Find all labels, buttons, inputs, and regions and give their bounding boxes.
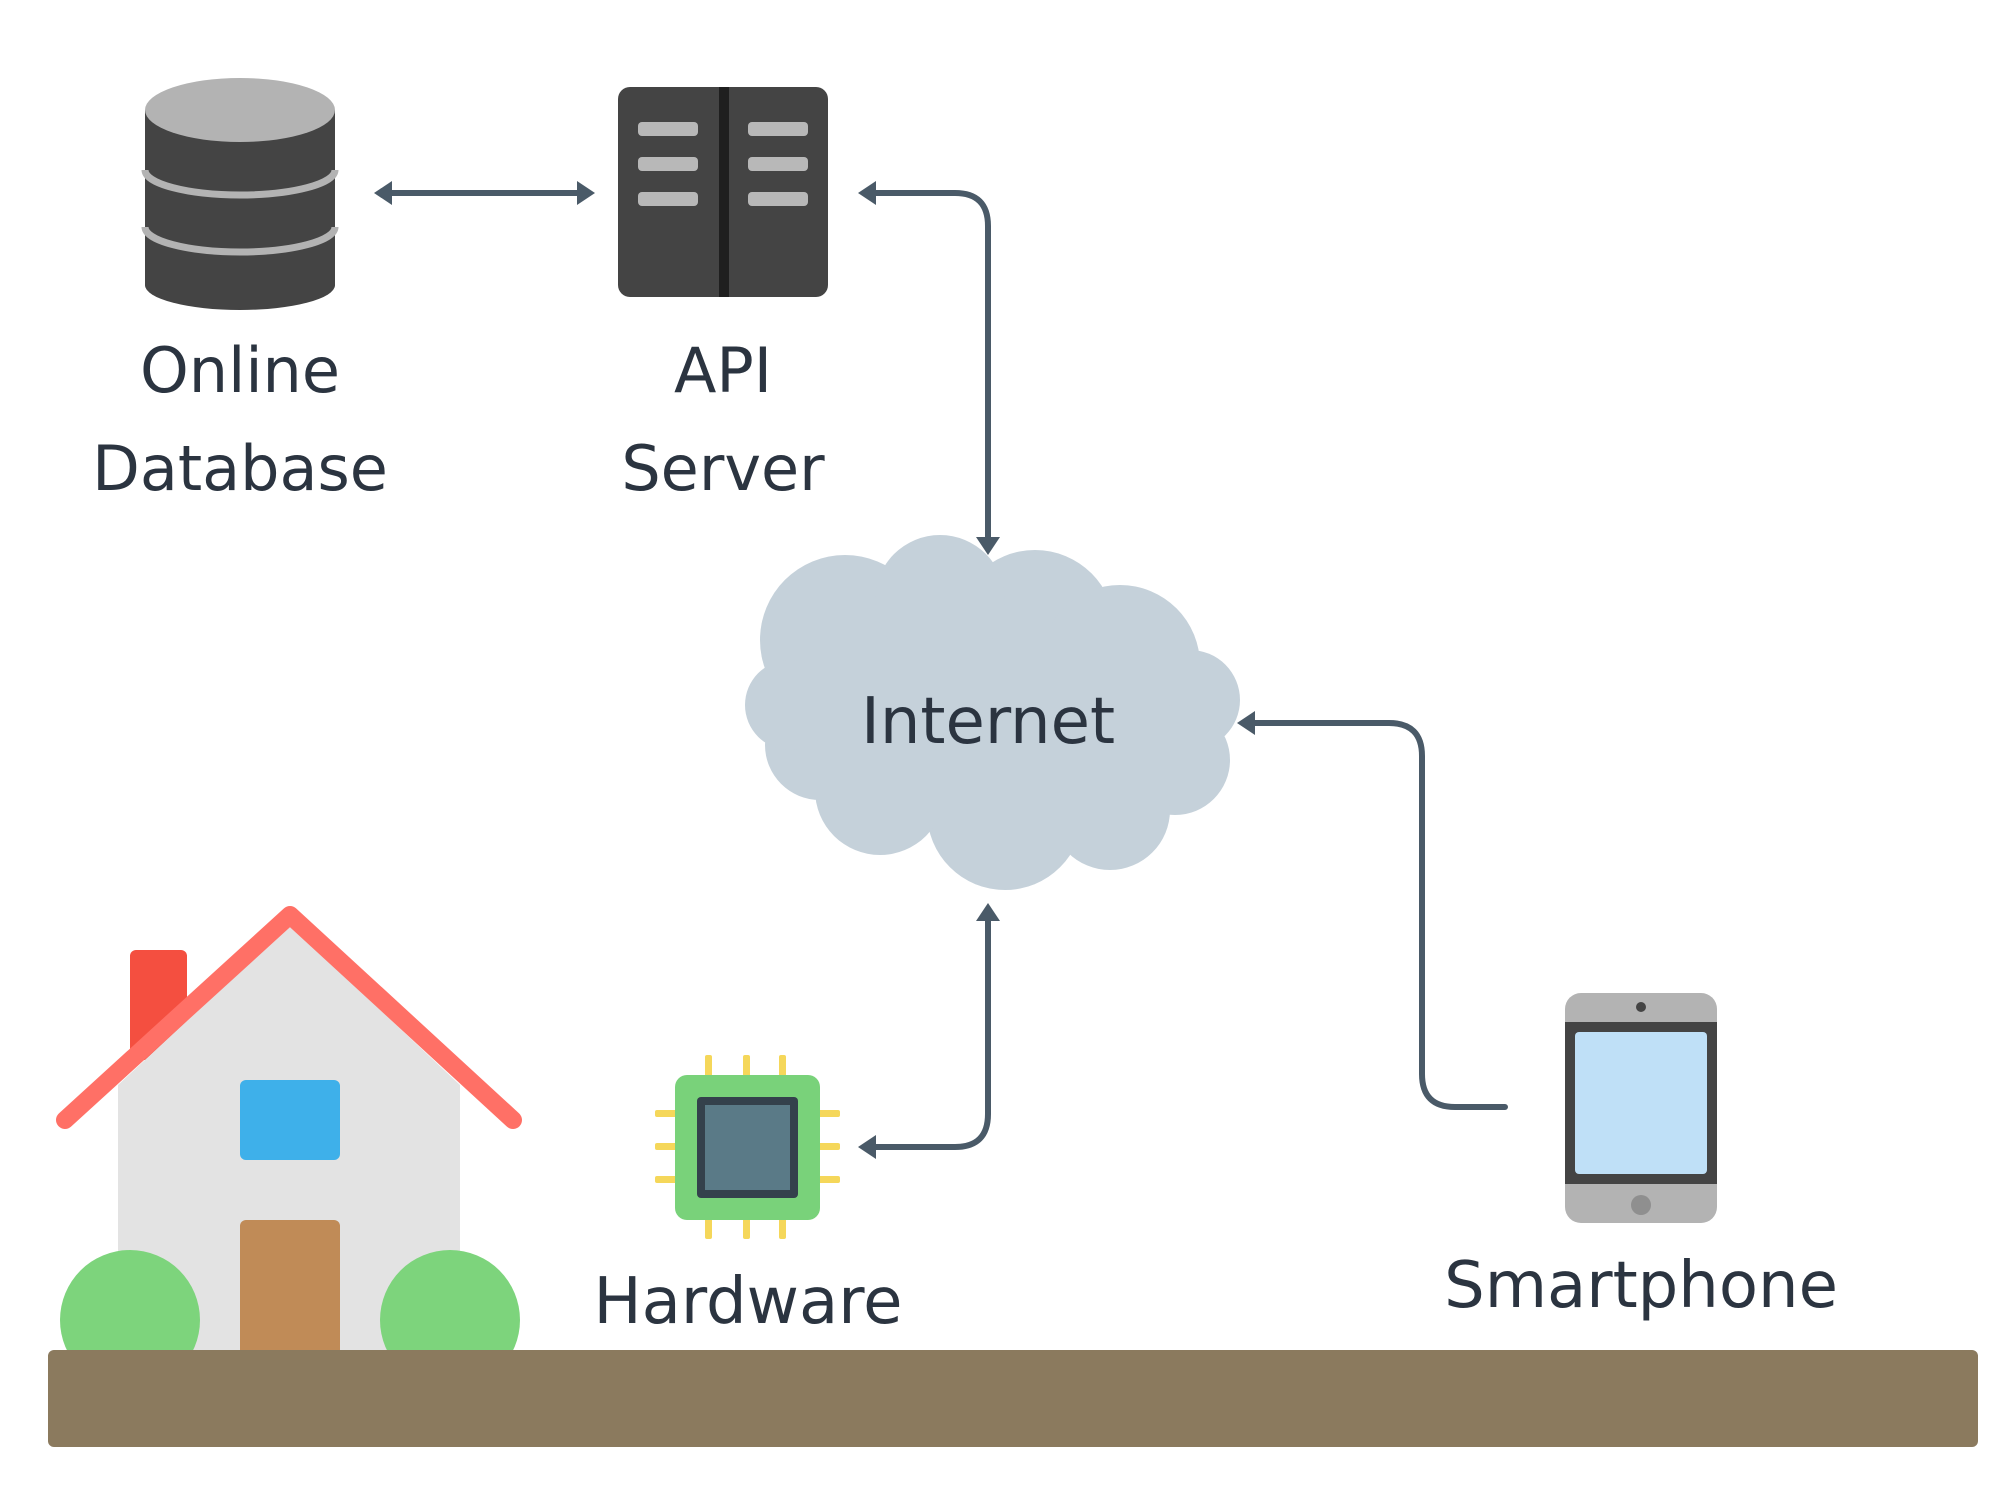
internet-label: Internet: [861, 685, 1115, 759]
smartphone-label: Smartphone: [1444, 1249, 1838, 1323]
connector-internet-bottom-arrowhead: [976, 903, 1000, 921]
server-label-line1: API: [674, 334, 772, 407]
connector-server-arrowhead-right: [577, 181, 595, 205]
database-label-line2: Database: [92, 432, 388, 505]
connector-smartphone-internet: [1247, 720, 1508, 1110]
connector-database-arrowhead-left: [374, 181, 392, 205]
cloud-icon: [745, 535, 1240, 890]
connector-hardware-arrowhead: [858, 1135, 876, 1159]
connector-server-arrowhead: [858, 181, 876, 205]
connector-internet-right-arrowhead: [1237, 711, 1255, 735]
connector-internet-top-arrowhead: [976, 537, 1000, 555]
ground: [48, 1350, 1978, 1447]
house-window: [240, 1080, 340, 1160]
hardware-label: Hardware: [594, 1265, 903, 1339]
connectors: [374, 181, 1508, 1159]
database-icon: [141, 78, 339, 310]
chip-icon: [655, 1055, 840, 1239]
server-label-line2: Server: [621, 432, 825, 505]
connector-server-internet: [869, 190, 991, 543]
house-door: [240, 1220, 340, 1360]
database-label-line1: Online: [140, 334, 340, 407]
connector-hardware-internet: [869, 915, 991, 1150]
house-icon: [56, 906, 522, 1390]
server-icon: [618, 87, 828, 297]
smartphone-icon: [1565, 993, 1717, 1223]
